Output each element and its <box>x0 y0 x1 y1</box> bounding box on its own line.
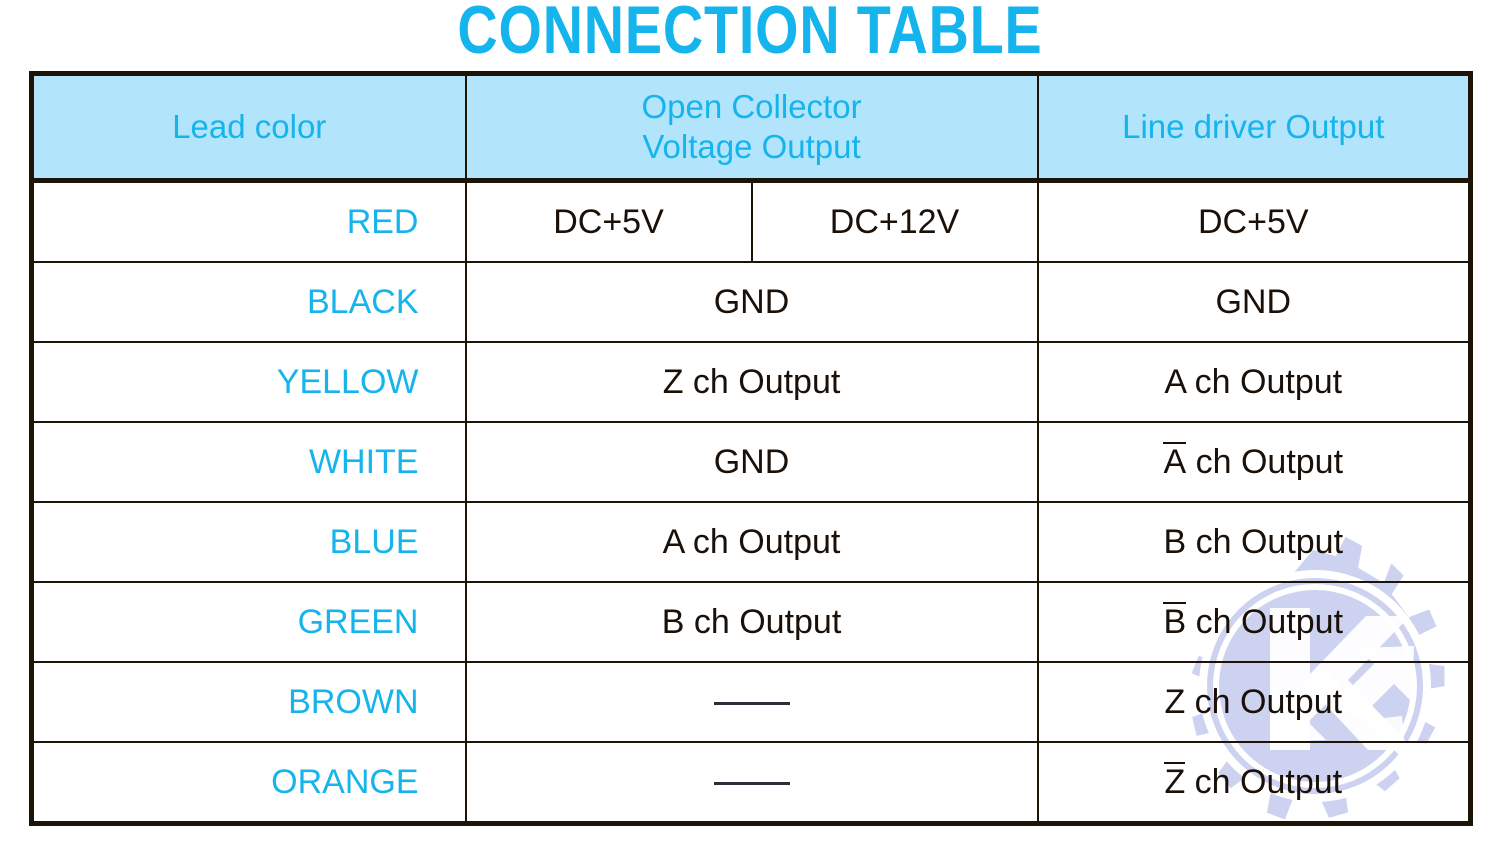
open-collector-blue: A ch Output <box>464 501 1039 583</box>
empty-dash-icon <box>713 702 790 706</box>
connection-table: Lead color Open Collector Voltage Output… <box>29 71 1474 826</box>
table-row: YELLOW Z ch Output A ch Output <box>29 341 1474 423</box>
table-row: RED DC+5V DC+12V DC+5V <box>29 179 1474 263</box>
lead-color-white: WHITE <box>29 421 467 503</box>
cell-text-rest: ch Output <box>1186 443 1344 481</box>
line-driver-white: A ch Output <box>1036 421 1474 503</box>
overline-label: A <box>1163 442 1187 481</box>
lead-color-green: GREEN <box>29 581 467 663</box>
overline-label: B <box>1163 602 1187 641</box>
header-open-collector: Open Collector Voltage Output <box>464 71 1039 183</box>
table-row: WHITE GND A ch Output <box>29 421 1474 503</box>
overline-label: Z <box>1164 762 1186 801</box>
lead-color-black: BLACK <box>29 261 467 343</box>
connection-table-container: Lead color Open Collector Voltage Output… <box>29 71 1474 826</box>
line-driver-brown: Z ch Output <box>1036 661 1474 743</box>
line-driver-blue: B ch Output <box>1036 501 1474 583</box>
header-open-collector-line2: Voltage Output <box>642 128 861 165</box>
table-row: BROWN Z ch Output <box>29 661 1474 743</box>
header-line-driver-label: Line driver Output <box>1122 108 1385 145</box>
cell-text-rest: ch Output <box>1186 603 1344 641</box>
open-collector-yellow: Z ch Output <box>464 341 1039 423</box>
lead-color-brown: BROWN <box>29 661 467 743</box>
line-driver-orange: Z ch Output <box>1036 741 1474 826</box>
open-collector-brown <box>464 661 1039 743</box>
table-row: BLACK GND GND <box>29 261 1474 343</box>
open-collector-orange <box>464 741 1039 826</box>
line-driver-red: DC+5V <box>1036 179 1474 263</box>
line-driver-black: GND <box>1036 261 1474 343</box>
empty-dash-icon <box>713 782 790 786</box>
lead-color-yellow: YELLOW <box>29 341 467 423</box>
open-collector-red-12v: DC+12V <box>750 179 1039 263</box>
open-collector-black: GND <box>464 261 1039 343</box>
header-line-driver: Line driver Output <box>1036 71 1474 183</box>
open-collector-white: GND <box>464 421 1039 503</box>
header-lead-color: Lead color <box>29 71 467 183</box>
table-row: GREEN B ch Output B ch Output <box>29 581 1474 663</box>
header-lead-color-label: Lead color <box>172 108 327 145</box>
page-title: CONNECTION TABLE <box>457 0 1043 68</box>
open-collector-green: B ch Output <box>464 581 1039 663</box>
line-driver-yellow: A ch Output <box>1036 341 1474 423</box>
table-header-row: Lead color Open Collector Voltage Output… <box>29 71 1474 183</box>
table-row: BLUE A ch Output B ch Output <box>29 501 1474 583</box>
lead-color-orange: ORANGE <box>29 741 467 826</box>
cell-text-rest: ch Output <box>1185 763 1343 801</box>
table-row: ORANGE Z ch Output <box>29 741 1474 826</box>
open-collector-red-5v: DC+5V <box>464 179 753 263</box>
line-driver-green: B ch Output <box>1036 581 1474 663</box>
lead-color-red: RED <box>29 179 467 263</box>
lead-color-blue: BLUE <box>29 501 467 583</box>
header-open-collector-line1: Open Collector <box>641 88 862 125</box>
